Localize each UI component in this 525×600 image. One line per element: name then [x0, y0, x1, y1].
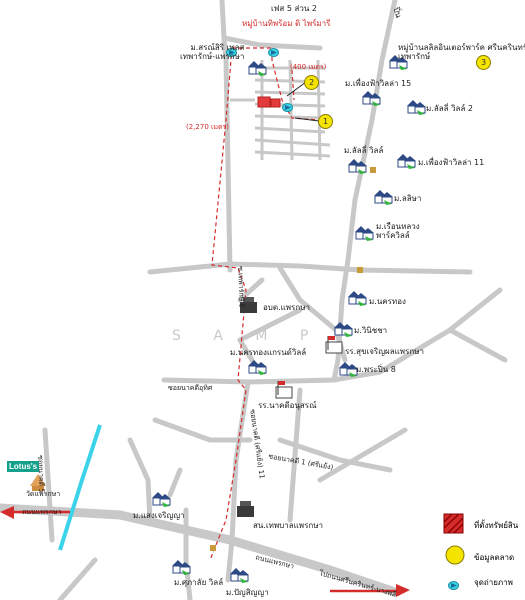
canal — [58, 424, 102, 551]
road-vertical-center — [225, 379, 251, 583]
label-lalli: ม.ลัลลี่ วิลล์ — [344, 146, 384, 155]
road-small-2 — [237, 337, 255, 363]
road-label-left-top: ถนนแพรกษา — [22, 508, 62, 516]
road-label-phase5: เฟส 5 ส่วน 2 — [271, 4, 317, 13]
village-icon — [405, 98, 427, 116]
road-vertical-right — [287, 387, 303, 523]
label-sanom: สน.เทพบาลแพรกษา — [253, 521, 323, 530]
road-upper-cross-right — [357, 267, 473, 275]
label-400m: (400 เมตร) — [290, 63, 327, 71]
road-far-left — [42, 427, 55, 543]
label-pruksa11: ม.เพื่องฟ้าวิลล่า 11 — [418, 158, 485, 167]
market-marker-2: 2 — [304, 75, 319, 90]
road-samp — [237, 277, 265, 303]
road-label-prasong: ซอยนาคดีอุทิศ — [168, 384, 213, 392]
village-icon — [353, 224, 375, 242]
road-main-left — [221, 35, 233, 273]
lotus-logo: Lotus's — [7, 461, 40, 472]
village-icon — [228, 566, 250, 584]
property-marker — [257, 96, 281, 108]
road-right-branch — [447, 327, 508, 363]
village-icon — [332, 320, 354, 338]
road-small — [237, 307, 303, 343]
legend-property-label: ที่ตั้งทรัพย์สิน — [474, 521, 519, 530]
road-label-left-vertical: ซ.เทพารักษ์ 8 — [236, 265, 246, 309]
market-marker-1: 1 — [318, 114, 333, 129]
shop-icon-3 — [210, 545, 216, 551]
arrow-right — [396, 584, 410, 597]
village-icon — [387, 53, 409, 71]
village-icon — [346, 289, 368, 307]
photo-point-icon — [268, 42, 279, 57]
shop-icon — [370, 167, 376, 173]
village-icon — [170, 558, 192, 576]
village-icon — [360, 89, 382, 107]
temple-icon — [30, 474, 46, 491]
road-left-mid — [152, 417, 253, 443]
label-2270m: (2,270 เมตร) — [186, 123, 230, 131]
village-icon — [395, 152, 417, 170]
legend-market-label: ข้อมูลตลาด — [474, 553, 515, 562]
village-icon — [346, 157, 368, 175]
shop-icon-2 — [357, 267, 363, 273]
label-school-suchat: รร.สุขเจริญผลแพรกษา — [345, 347, 424, 356]
route-400m — [232, 47, 319, 121]
school-icon-1 — [325, 336, 343, 354]
sanom-building — [237, 501, 254, 517]
label-phraphin8: ม.พระปิ่น 8 — [356, 365, 396, 374]
legend-photo-label: จุดถ่ายภาพ — [474, 578, 513, 587]
road-stub-2 — [317, 427, 408, 483]
label-lalli2: ม.ลัลลี่ วิลล์ 2 — [426, 104, 473, 113]
label-sukkasem: ม.ศุภาลัย วิลล์ — [174, 578, 224, 587]
label-panya: ม.ปัญสิญญา — [226, 588, 269, 597]
photo-point-icon — [226, 42, 237, 57]
road-stub — [167, 467, 183, 498]
orbt-building — [240, 297, 257, 313]
road-bottom-left — [57, 557, 98, 600]
village-icon — [337, 360, 359, 378]
village-icon — [246, 59, 268, 77]
label-ruenluang: ม.เรือนหลวง พาร์ควิลล์ — [376, 222, 420, 241]
village-icon — [372, 188, 394, 206]
label-sansiri: ม.สรณ์สิริ เพลส เทพารักษ์-แพรกษา — [180, 43, 245, 62]
legend-market-icon — [445, 545, 465, 565]
village-focus-title: หมู่บ้านทิพร้อม ติ ไพร์มารี — [242, 19, 331, 28]
label-lalin: หมู่บ้านลลิลอินเตอร์พาร์ค ศรีนครินทร์- เ… — [398, 43, 525, 62]
legend-property-icon — [443, 513, 464, 534]
label-lisa: ม.ลลิษา — [394, 194, 422, 203]
school-icon-2 — [275, 381, 293, 399]
road-upper-cross — [147, 261, 363, 275]
village-icon — [246, 358, 268, 376]
label-sengcharoen: ม.แสงเจริญญา — [133, 511, 185, 520]
arrow-left — [0, 506, 14, 519]
route-arrow — [291, 69, 295, 101]
label-wat: วัดแพรกษา — [26, 490, 61, 498]
label-nakhonthong-grand: ม.นครทองแกรนด์วิลล์ — [230, 348, 307, 357]
road-left-vertical — [127, 437, 153, 523]
market-marker-3: 3 — [476, 55, 491, 70]
label-winitcha: ม.วินิชชา — [354, 326, 388, 335]
road-top — [219, 0, 323, 51]
highway-thepharak — [0, 503, 400, 597]
road-right-mid — [277, 437, 393, 473]
route-2270m — [209, 47, 247, 561]
village-icon — [150, 490, 172, 508]
photo-point-icon — [282, 97, 293, 112]
label-pruksa15: ม.เพื่องฟ้าวิลล่า 15 — [345, 79, 412, 88]
label-orbt: อบต.แพรกษา — [263, 303, 310, 312]
watermark-samp: S A M P — [172, 328, 323, 344]
legend-photo-icon — [448, 575, 459, 590]
label-nakhonthong: ม.นครทอง — [369, 297, 406, 306]
label-school-nakhon: รร.นาคดีอนุสรณ์ — [258, 401, 317, 410]
